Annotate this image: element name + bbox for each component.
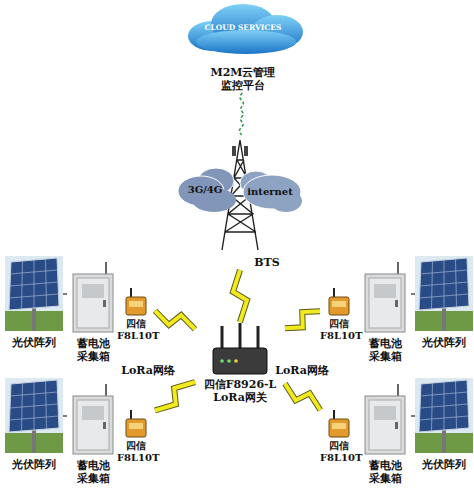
- solar-array: 光伏阵列: [5, 256, 63, 351]
- power-cable: [63, 416, 70, 417]
- wireless-link: [285, 311, 320, 328]
- wireless-link: [233, 270, 247, 322]
- lora-gateway: 四信F8926-L LoRa网关: [195, 322, 285, 404]
- node-label: 四信 F8L10T: [320, 440, 358, 464]
- node-label: 3G/4G: [180, 184, 230, 196]
- cloud-platform: CLOUD SERVICES M2M云管理 监控平台: [178, 3, 308, 93]
- solar-panel: [415, 256, 473, 331]
- bolt-outline: [285, 384, 320, 410]
- node-label: 光伏阵列: [415, 336, 473, 349]
- battery-cabinet-icon: [73, 384, 113, 454]
- node-label: BTS: [247, 256, 287, 269]
- bolt-outline: [155, 382, 195, 410]
- bolt-line: [233, 270, 247, 322]
- terminal-icon: [329, 288, 349, 315]
- solar-array: 光伏阵列: [415, 256, 473, 351]
- bolt-line: [155, 382, 195, 410]
- wireless-link: [155, 382, 195, 410]
- battery-cabinet-icon: [365, 262, 405, 332]
- cable-line: [63, 293, 70, 294]
- node-label: 蓄电池 采集箱: [362, 337, 408, 363]
- cable-line: [408, 293, 415, 294]
- node-label: 光伏阵列: [5, 336, 63, 349]
- power-cable: [408, 294, 415, 295]
- lora-terminal: 四信 F8L10T: [320, 288, 358, 344]
- solar-panel: [415, 378, 473, 453]
- solar-array: 光伏阵列: [415, 378, 473, 473]
- terminal-icon: [126, 410, 146, 437]
- bolt-line: [155, 311, 195, 329]
- bolt-outline: [233, 270, 247, 322]
- power-cable: [63, 294, 70, 295]
- network-label: LoRa网络: [272, 364, 332, 377]
- solar-array: 光伏阵列: [5, 378, 63, 473]
- node-label: 蓄电池 采集箱: [70, 337, 116, 363]
- base-station: 3G/4G internetBTS: [175, 135, 305, 270]
- cloud-shape: [188, 4, 303, 54]
- wave-line: [239, 93, 243, 135]
- cable-line: [63, 415, 70, 416]
- node-label: 蓄电池 采集箱: [70, 459, 116, 485]
- node-label: 四信 F8L10T: [320, 318, 358, 342]
- battery-cabinet-icon: [365, 384, 405, 454]
- solar-panel: [5, 378, 63, 453]
- power-cable: [408, 416, 415, 417]
- battery-cabinet: 蓄电池 采集箱: [70, 262, 116, 362]
- node-label: CLOUD SERVICES: [193, 23, 293, 32]
- battery-cabinet-icon: [73, 262, 113, 332]
- network-cloud: [178, 168, 302, 212]
- battery-cabinet: 蓄电池 采集箱: [362, 262, 408, 362]
- node-label: M2M云管理 监控平台: [203, 66, 283, 92]
- network-label: LoRa网络: [118, 364, 178, 377]
- cloud-link: [239, 93, 243, 135]
- wireless-link: [285, 384, 320, 410]
- node-label: 四信 F8L10T: [117, 440, 155, 464]
- lora-terminal: 四信 F8L10T: [117, 410, 155, 466]
- cable-line: [408, 415, 415, 416]
- node-label: 蓄电池 采集箱: [362, 459, 408, 485]
- battery-cabinet: 蓄电池 采集箱: [362, 384, 408, 486]
- terminal-icon: [126, 288, 146, 315]
- bolt-outline: [285, 311, 320, 328]
- bolt-outline: [155, 311, 195, 329]
- gateway-icon: [213, 323, 267, 374]
- bolt-line: [285, 384, 320, 410]
- node-label: 光伏阵列: [5, 458, 63, 471]
- battery-cabinet: 蓄电池 采集箱: [70, 384, 116, 486]
- node-label: internet: [240, 186, 300, 198]
- node-label: 光伏阵列: [415, 458, 473, 471]
- lora-terminal: 四信 F8L10T: [320, 410, 358, 466]
- node-label: 四信 F8L10T: [117, 318, 155, 342]
- wireless-link: [155, 311, 195, 329]
- bolt-line: [285, 311, 320, 328]
- node-label: 四信F8926-L LoRa网关: [195, 378, 285, 404]
- solar-panel: [5, 256, 63, 331]
- terminal-icon: [329, 410, 349, 437]
- lora-terminal: 四信 F8L10T: [117, 288, 155, 344]
